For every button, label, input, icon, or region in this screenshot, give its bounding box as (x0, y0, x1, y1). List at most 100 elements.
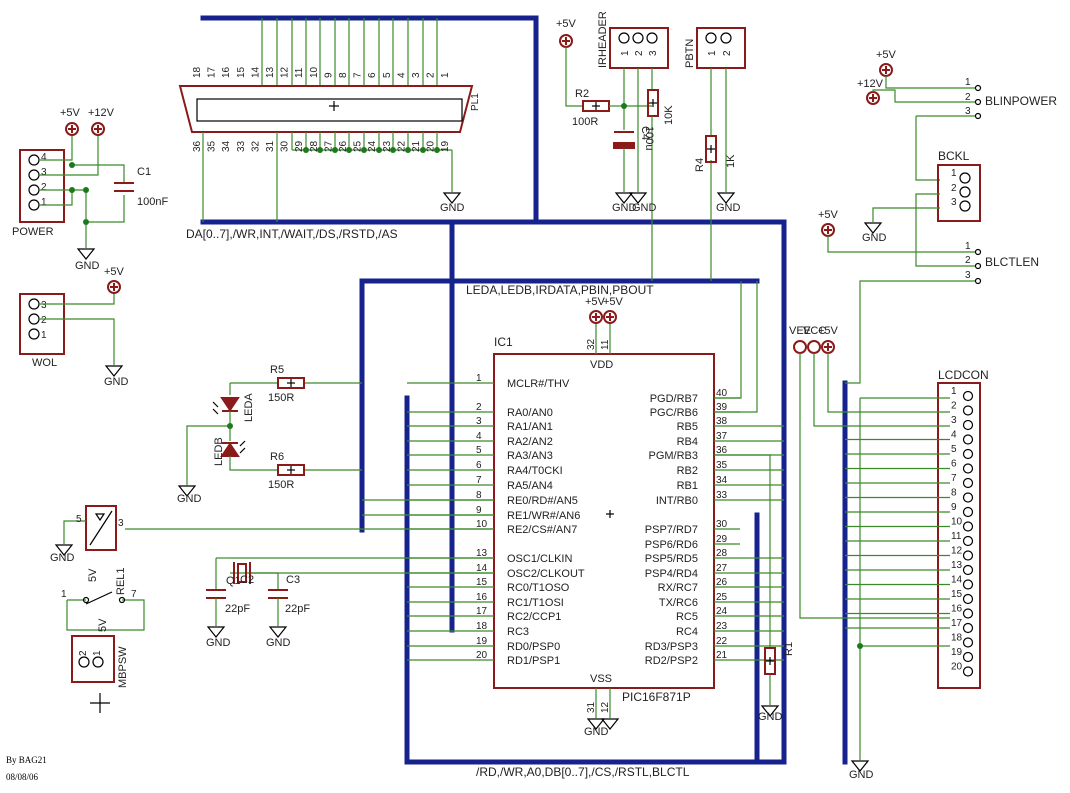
blctlen-block: +5V 1 2 3 BLCTLEN (818, 209, 1039, 384)
ic1-right-pin-number: 22 (716, 636, 728, 647)
ir-gnd2-symbol (628, 192, 648, 204)
ic1-right-pin-number: 28 (716, 548, 728, 559)
irheader-pin-3: 3 (648, 50, 659, 56)
ic1-left-pin-number: 18 (476, 621, 488, 632)
wol-pin-2: 2 (41, 315, 47, 326)
lcd-supply-vcc-symbol (807, 340, 821, 354)
lcdcon-pin-hole (962, 419, 974, 431)
leda-diode (220, 397, 240, 412)
lcdcon-pin-hole (962, 579, 974, 590)
pl1-bottom-pin-label: 25 (353, 140, 364, 152)
pl1-top-pin-label: 5 (382, 72, 393, 78)
lcdcon-pin-hole (962, 651, 974, 663)
r1-body (764, 647, 776, 675)
ic1-right-pin-name: RB2 (677, 465, 698, 477)
pl1-top-pin-label: 15 (236, 66, 247, 78)
lcdcon-pin-hole (962, 637, 974, 648)
ic1-left-pin-name: RD1/PSP1 (507, 655, 560, 667)
ic1-left-pin-number: 17 (476, 606, 488, 617)
ic1-right-pin-name: PSP7/RD7 (645, 524, 698, 536)
crystal-body (237, 563, 247, 583)
ic1-left-pin-number: 13 (476, 548, 488, 559)
pl1-bottom-pin-label: 27 (323, 140, 334, 152)
wol-gnd-label: GND (104, 376, 129, 388)
power-connector: 4 3 2 1 +5V +12V POWER C1 100nF GND (12, 107, 168, 272)
ic1-right-pin-number: 38 (716, 416, 728, 427)
ic1-left-pin-number: 8 (476, 490, 482, 501)
lcdcon-pin-hole (962, 492, 974, 503)
r6-ref: R6 (270, 451, 284, 463)
ic1-left-pin-name: RA2/AN2 (507, 436, 553, 448)
relay: 1 7 REL1 5V (61, 567, 145, 631)
leda-label: LEDA (243, 393, 255, 422)
bckl-ref: BCKL (938, 149, 970, 163)
lcdcon-pin-hole (962, 405, 974, 416)
mbpsw-block: 2 1 MBPSW 5V (71, 618, 129, 713)
ic1-right-pin-number: 40 (716, 388, 728, 399)
lcdcon-block: LCDCON VEE VCC +5V GND R1 GND 1234567891… (758, 325, 989, 781)
ic1-right-pin-name: INT/RB0 (656, 495, 698, 507)
ic1-right-pin-number: 34 (716, 475, 728, 486)
power-supply-12v-symbol (91, 122, 105, 136)
pl1-top-pin-label: 9 (323, 72, 334, 78)
pl1-bottom-pin-label: 34 (221, 140, 232, 152)
ic1-wiring (125, 281, 771, 705)
power-connector-ref: POWER (12, 226, 54, 238)
pl1-top-pin-label: 18 (192, 66, 203, 78)
lcdcon-pin-label: 10 (951, 517, 963, 528)
lcdcon-pin-label: 5 (951, 444, 957, 455)
ic1-left-pin-number: 14 (476, 563, 488, 574)
mbpsw-ref: MBPSW (117, 646, 129, 688)
ic1-left-pin-name: OSC1/CLKIN (507, 553, 572, 565)
crystal-gnd2-label: GND (266, 637, 291, 649)
ic1-part: PIC16F871P (622, 690, 691, 704)
pl1-bottom-pin-label: 33 (236, 140, 247, 152)
lcdcon-pin-label: 8 (951, 488, 957, 499)
lcdcon-pin-label: 2 (951, 401, 957, 412)
ic1-left-pin-number: 6 (476, 460, 482, 471)
ic1: IC1 PIC16F871P VDD VSS +5V +5V 32 11 31 … (407, 296, 784, 738)
pl1-top-pin-label: 12 (280, 66, 291, 78)
relay-ref: REL1 (115, 567, 127, 595)
blctlen-pin-2: 2 (965, 255, 971, 266)
ir-supply-label: +5V (556, 18, 577, 30)
ic1-right-pin-number: 25 (716, 592, 728, 603)
pl1-gnd-symbol (442, 192, 462, 204)
ic1-right-pin-number: 26 (716, 577, 728, 588)
ic1-left-pin-name: OSC2/CLKOUT (507, 568, 585, 580)
ic1-left-pin-number: 2 (476, 402, 482, 413)
pl1-top-pin-label: 4 (396, 72, 407, 78)
ic1-vss-pin-12: 12 (600, 701, 611, 713)
ic1-right-pin-name: PSP5/RD5 (645, 553, 698, 565)
ic1-supply-symbol-2 (603, 310, 617, 324)
r6-body (277, 464, 305, 476)
pl1-body (178, 85, 474, 133)
pl1-junction (434, 147, 440, 153)
pl1-slot (196, 98, 463, 122)
ic1-supply-label-2: +5V (603, 296, 624, 308)
r1-gnd-symbol (760, 705, 780, 717)
pl1-junction (420, 147, 426, 153)
bus3-label: /RD,/WR,A0,DB[0..7],/CS,/RSTL,BLCTL (476, 765, 690, 779)
power-supply-5v-label: +5V (60, 107, 81, 119)
lcdcon-pin-hole (962, 564, 974, 576)
power-supply-12v-label: +12V (88, 107, 115, 119)
pl1-bottom-pin-label: 22 (396, 140, 407, 152)
ic1-left-pin-number: 20 (476, 650, 488, 661)
bckl-pin-3: 3 (951, 197, 957, 208)
lcdcon-pin-hole (962, 477, 974, 489)
wol-connector-body (19, 293, 65, 355)
pl1-junction (346, 147, 352, 153)
pl1-bottom-pin-label: 26 (338, 140, 349, 152)
lcdcon-pin-hole (962, 434, 974, 445)
ic1-right-pin-number: 39 (716, 402, 728, 413)
optocoupler-body (85, 505, 117, 551)
ic1-vdd-pin-32: 32 (586, 338, 597, 350)
pbtn-pin-2: 2 (722, 50, 733, 56)
power-connector-body (19, 149, 65, 223)
lcdcon-pin-label: 12 (951, 546, 963, 557)
pl1-top-pin-label: 7 (353, 72, 364, 78)
pl1-gnd-label: GND (440, 202, 465, 214)
